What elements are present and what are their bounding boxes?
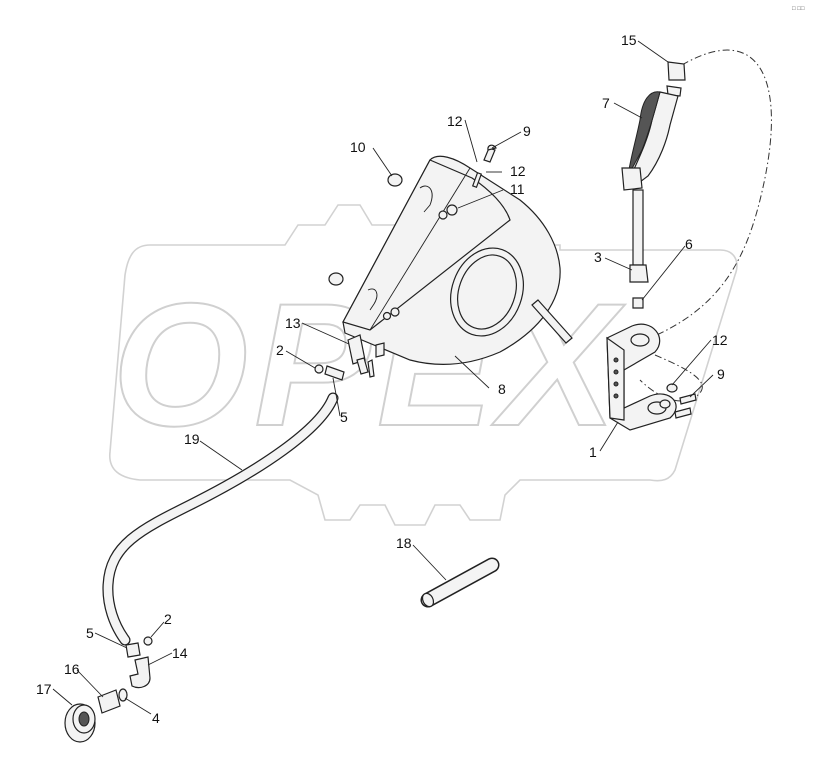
callout-12: 12 xyxy=(447,113,463,129)
knob-cap xyxy=(328,173,403,286)
callout-18: 18 xyxy=(396,535,412,551)
adapter-16 xyxy=(97,689,121,714)
washer-4 xyxy=(118,688,128,702)
mounting-bracket xyxy=(606,323,677,431)
callout-19: 19 xyxy=(184,431,200,447)
corner-mark: □ □□ xyxy=(792,6,805,12)
callout-8: 8 xyxy=(498,381,506,397)
callout-2: 2 xyxy=(164,611,172,627)
callout-11: 11 xyxy=(510,181,525,197)
hose xyxy=(102,392,339,646)
callout-7: 7 xyxy=(602,95,610,111)
callout-14: 14 xyxy=(172,645,188,661)
o-ring-lower xyxy=(143,636,153,646)
callout-16: 16 xyxy=(64,661,80,677)
callout-13: 13 xyxy=(285,315,301,331)
callout-15: 15 xyxy=(621,32,637,48)
callout-5: 5 xyxy=(86,625,94,641)
callout-10: 10 xyxy=(350,139,366,155)
elbow-fitting xyxy=(129,656,151,689)
callout-4: 4 xyxy=(152,710,160,726)
nut-6 xyxy=(632,297,644,309)
callout-3: 3 xyxy=(594,249,602,265)
spray-gun xyxy=(621,61,686,283)
leader-lines xyxy=(52,40,714,715)
callout-1: 1 xyxy=(589,444,597,460)
hose-reel-housing xyxy=(342,155,573,365)
callout-12: 12 xyxy=(510,163,526,179)
callout-12: 12 xyxy=(712,332,728,348)
callout-9: 9 xyxy=(523,123,531,139)
callout-17: 17 xyxy=(36,681,52,697)
callout-labels: 15 7 12 9 10 12 11 3 6 13 2 12 9 8 5 19 … xyxy=(36,32,728,726)
callout-6: 6 xyxy=(685,236,693,252)
end-cap-17 xyxy=(64,703,96,743)
ferrule-upper xyxy=(324,365,345,381)
washer-bolt-right xyxy=(659,383,697,419)
swivel-fitting xyxy=(347,334,385,378)
hose-sleeve xyxy=(420,557,500,608)
callout-5: 5 xyxy=(340,409,348,425)
ferrule-lower xyxy=(125,642,141,658)
callout-9: 9 xyxy=(717,366,725,382)
o-ring-upper xyxy=(314,364,324,374)
callout-2: 2 xyxy=(276,342,284,358)
